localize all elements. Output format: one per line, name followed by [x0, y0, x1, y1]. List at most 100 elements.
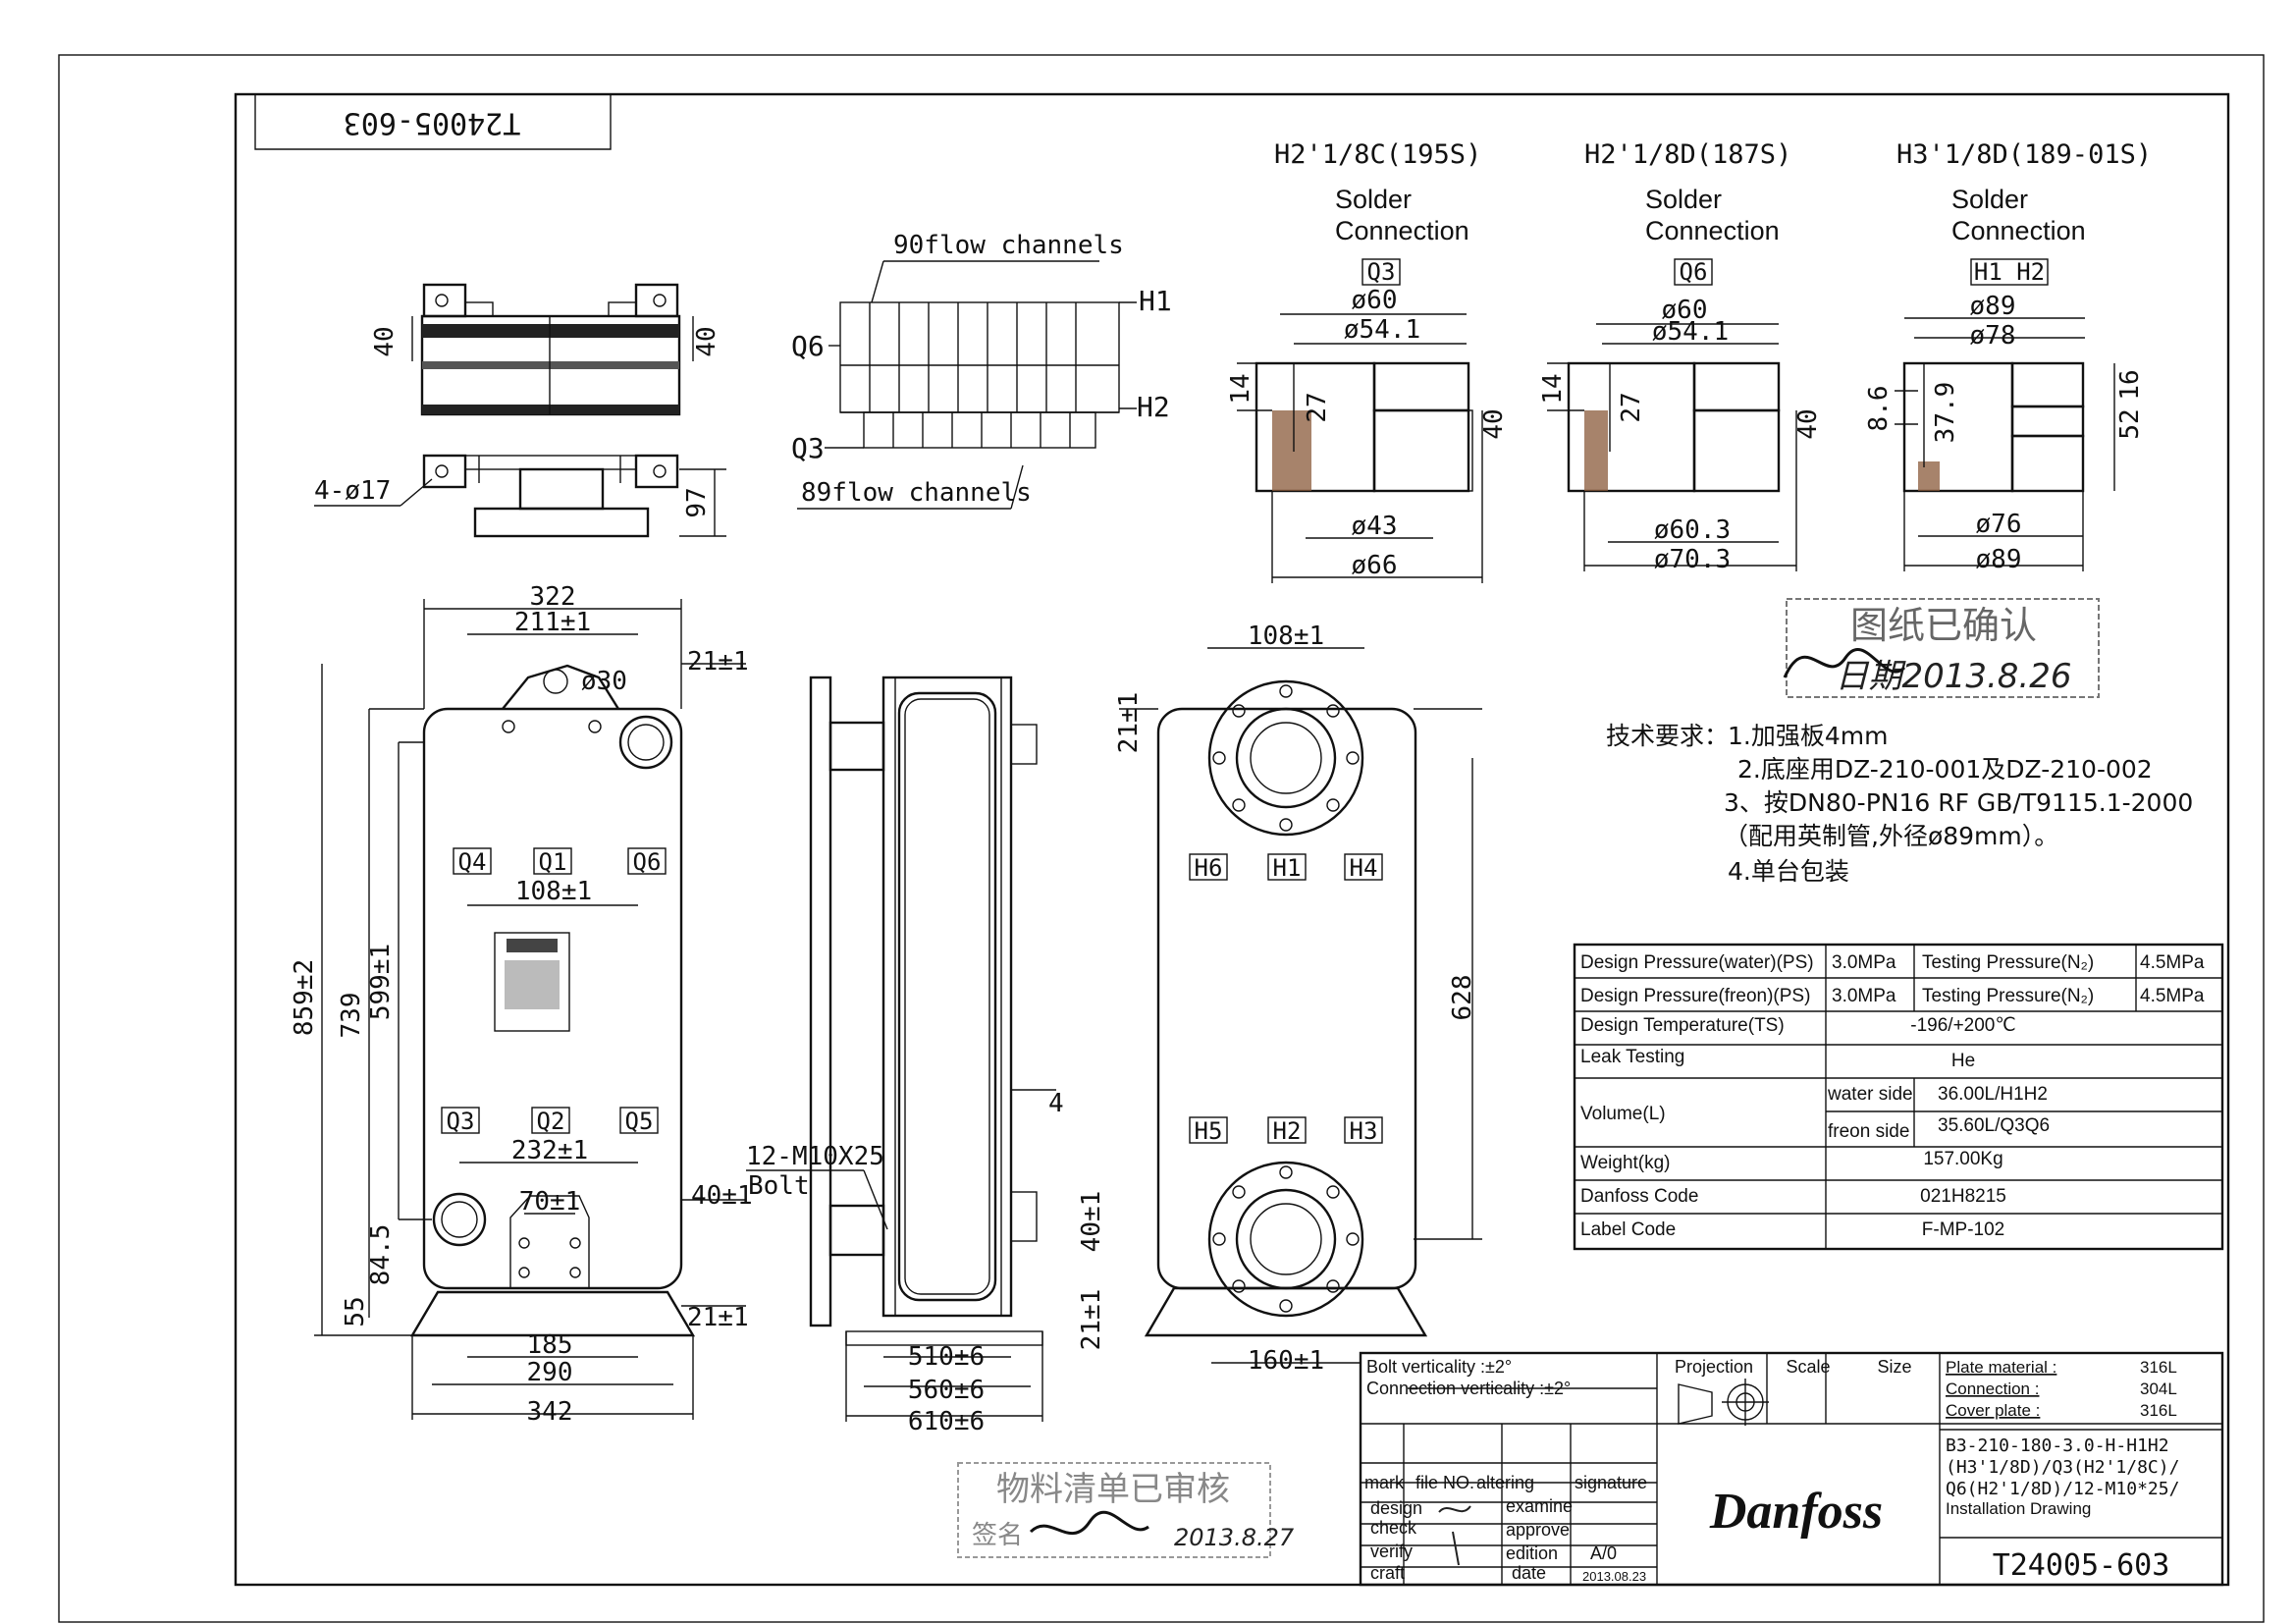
tb-file-no: file NO. — [1415, 1473, 1474, 1492]
back-view: H6 H1 H4 H5 H2 H3 108±1 21±1 628 40±1 21… — [1077, 622, 1482, 1376]
tb-drawing-type: Installation Drawing — [1946, 1499, 2091, 1518]
tag-h2: H2 — [1273, 1117, 1302, 1145]
tag-q4: Q4 — [458, 848, 487, 876]
outer-border — [58, 54, 2265, 1623]
dim-108-back: 108±1 — [1248, 622, 1324, 651]
tb-cover-plate: Cover plate : — [1946, 1401, 2040, 1420]
conn-h-h86: 8.6 — [1864, 386, 1894, 432]
dim-40-front: 40±1 — [691, 1181, 753, 1211]
spec-water-side-value: 36.00L/H1H2 — [1938, 1084, 2048, 1105]
tb-check: check — [1370, 1518, 1417, 1538]
spec-danfoss-code-label: Danfoss Code — [1580, 1186, 1698, 1207]
conn-q6-d541: ø54.1 — [1652, 317, 1729, 347]
connection-q3: H2'1/8C(195S) Solder Connection Q3 ø60 ø… — [1226, 139, 1509, 583]
tb-plate-value: 316L — [2140, 1358, 2177, 1377]
conn-q6-type1: Solder — [1645, 185, 1722, 214]
dim-40-right: 40 — [692, 326, 721, 356]
tb-model-line2: (H3'1/8D)/Q3(H2'1/8C)/ — [1946, 1457, 2179, 1478]
tag-q5: Q5 — [625, 1108, 654, 1135]
approval-stamp-top: 图纸已确认 日期2013.8.26 — [1783, 598, 2100, 698]
dim-211: 211±1 — [514, 608, 591, 637]
conn-h-title: H3'1/8D(189-01S) — [1896, 139, 2152, 170]
conn-q6-h40: 40 — [1793, 408, 1823, 439]
tb-plate-material: Plate material : — [1946, 1358, 2056, 1377]
conn-q3-d66: ø66 — [1352, 551, 1398, 580]
dim-290: 290 — [527, 1358, 573, 1387]
dim-97: 97 — [682, 487, 712, 517]
tb-approve: approve — [1506, 1520, 1570, 1540]
spec-label-code-label: Label Code — [1580, 1219, 1676, 1240]
inner-border — [234, 92, 2230, 1587]
dim-21-back-bottom: 21±1 — [1077, 1289, 1106, 1351]
tb-edition: edition — [1506, 1543, 1558, 1563]
dim-70: 70±1 — [519, 1187, 581, 1217]
conn-q3-h40: 40 — [1479, 408, 1509, 439]
holes-label: 4-ø17 — [314, 476, 391, 506]
tb-edition-value: A/0 — [1590, 1543, 1617, 1563]
dim-55: 55 — [341, 1296, 370, 1326]
stamp-bottom-date: 2013.8.27 — [1174, 1524, 1295, 1551]
tb-model-line3: Q6(H2'1/8D)/12-M10*25/ — [1946, 1479, 2179, 1499]
tb-bolt-verticality: Bolt verticality :±2° — [1366, 1357, 1512, 1377]
bolt-label: Bolt — [748, 1171, 810, 1201]
spec-dp-freon-label: Design Pressure(freon)(PS) — [1580, 986, 1810, 1006]
req-item-4: （配用英制管,外径ø89mm）。 — [1724, 822, 2058, 850]
conn-h-tag: H1 H2 — [1974, 258, 2045, 286]
conn-q3-d541: ø54.1 — [1344, 315, 1420, 345]
dim-859: 859±2 — [290, 959, 319, 1036]
conn-q3-type2: Connection — [1335, 216, 1469, 245]
stamp-top-text: 图纸已确认 — [1850, 604, 2037, 647]
spec-temp-label: Design Temperature(TS) — [1580, 1015, 1785, 1036]
dim-510: 510±6 — [908, 1342, 985, 1372]
dim-84: 84.5 — [366, 1224, 396, 1286]
doc-number-top: T24005-603 — [344, 106, 521, 140]
dim-599: 599±1 — [366, 944, 396, 1020]
req-item-3: 3、按DN80-PN16 RF GB/T9115.1-2000 — [1724, 788, 2193, 817]
bolt-spec: 12-M10X25 — [746, 1142, 884, 1171]
conn-h-d89b: ø89 — [1976, 545, 2022, 574]
tb-conn-verticality: Connection verticality :±2° — [1366, 1379, 1571, 1398]
conn-q3-d60: ø60 — [1352, 286, 1398, 315]
spec-tp-water-label: Testing Pressure(N₂) — [1922, 952, 2094, 973]
spec-volume-label: Volume(L) — [1580, 1104, 1666, 1124]
top-view: 40 40 97 4-ø17 — [314, 283, 726, 538]
tb-altering: altering — [1476, 1473, 1534, 1492]
channel-q6: Q6 — [791, 330, 825, 362]
dim-21-back-top: 21±1 — [1114, 692, 1144, 754]
spec-leak-value: He — [1951, 1051, 1975, 1071]
spec-tp-freon-label: Testing Pressure(N₂) — [1922, 986, 2094, 1006]
dim-739: 739 — [337, 993, 366, 1039]
front-view: Q4 Q1 Q6 108±1 Q3 Q2 Q5 322 211±1 ø30 21… — [290, 582, 753, 1427]
dim-108-front: 108±1 — [515, 877, 592, 906]
brand-logo: Danfoss — [1709, 1484, 1883, 1540]
tb-connection: Connection : — [1946, 1380, 2039, 1398]
spec-danfoss-code-value: 021H8215 — [1920, 1186, 2006, 1207]
connection-q6: H2'1/8D(187S) Solder Connection Q6 ø60 ø… — [1538, 139, 1823, 574]
tag-q6: Q6 — [633, 848, 662, 876]
tb-connection-value: 304L — [2140, 1380, 2177, 1398]
tag-h6: H6 — [1195, 854, 1223, 882]
conn-q3-h27: 27 — [1303, 392, 1332, 422]
dim-628: 628 — [1448, 975, 1477, 1021]
spec-dp-water-label: Design Pressure(water)(PS) — [1580, 952, 1814, 973]
spec-tp-water-value: 4.5MPa — [2140, 952, 2205, 973]
dim-610: 610±6 — [908, 1407, 985, 1436]
title-block: Bolt verticality :±2° Connection vertica… — [1359, 1351, 2224, 1587]
dim-560: 560±6 — [908, 1376, 985, 1405]
tag-q1: Q1 — [539, 848, 567, 876]
spec-water-side-label: water side — [1827, 1084, 1913, 1105]
tb-examine: examine — [1506, 1496, 1573, 1516]
conn-q6-d603: ø60.3 — [1654, 515, 1731, 545]
stamp-bottom-text: 物料清单已审核 — [996, 1470, 1230, 1509]
tb-date-value: 2013.08.23 — [1582, 1569, 1646, 1584]
conn-q6-h27: 27 — [1617, 392, 1646, 422]
tb-doc-number: T24005-603 — [1993, 1548, 2170, 1583]
conn-h-d76: ø76 — [1976, 510, 2022, 539]
conn-h-h379: 37.9 — [1931, 382, 1960, 444]
tag-h1: H1 — [1273, 854, 1302, 882]
tag-q3: Q3 — [447, 1108, 475, 1135]
conn-q6-tag: Q6 — [1680, 258, 1708, 286]
approval-stamp-bottom: 物料清单已审核 签名 2013.8.27 — [957, 1462, 1295, 1558]
tag-h5: H5 — [1195, 1117, 1223, 1145]
